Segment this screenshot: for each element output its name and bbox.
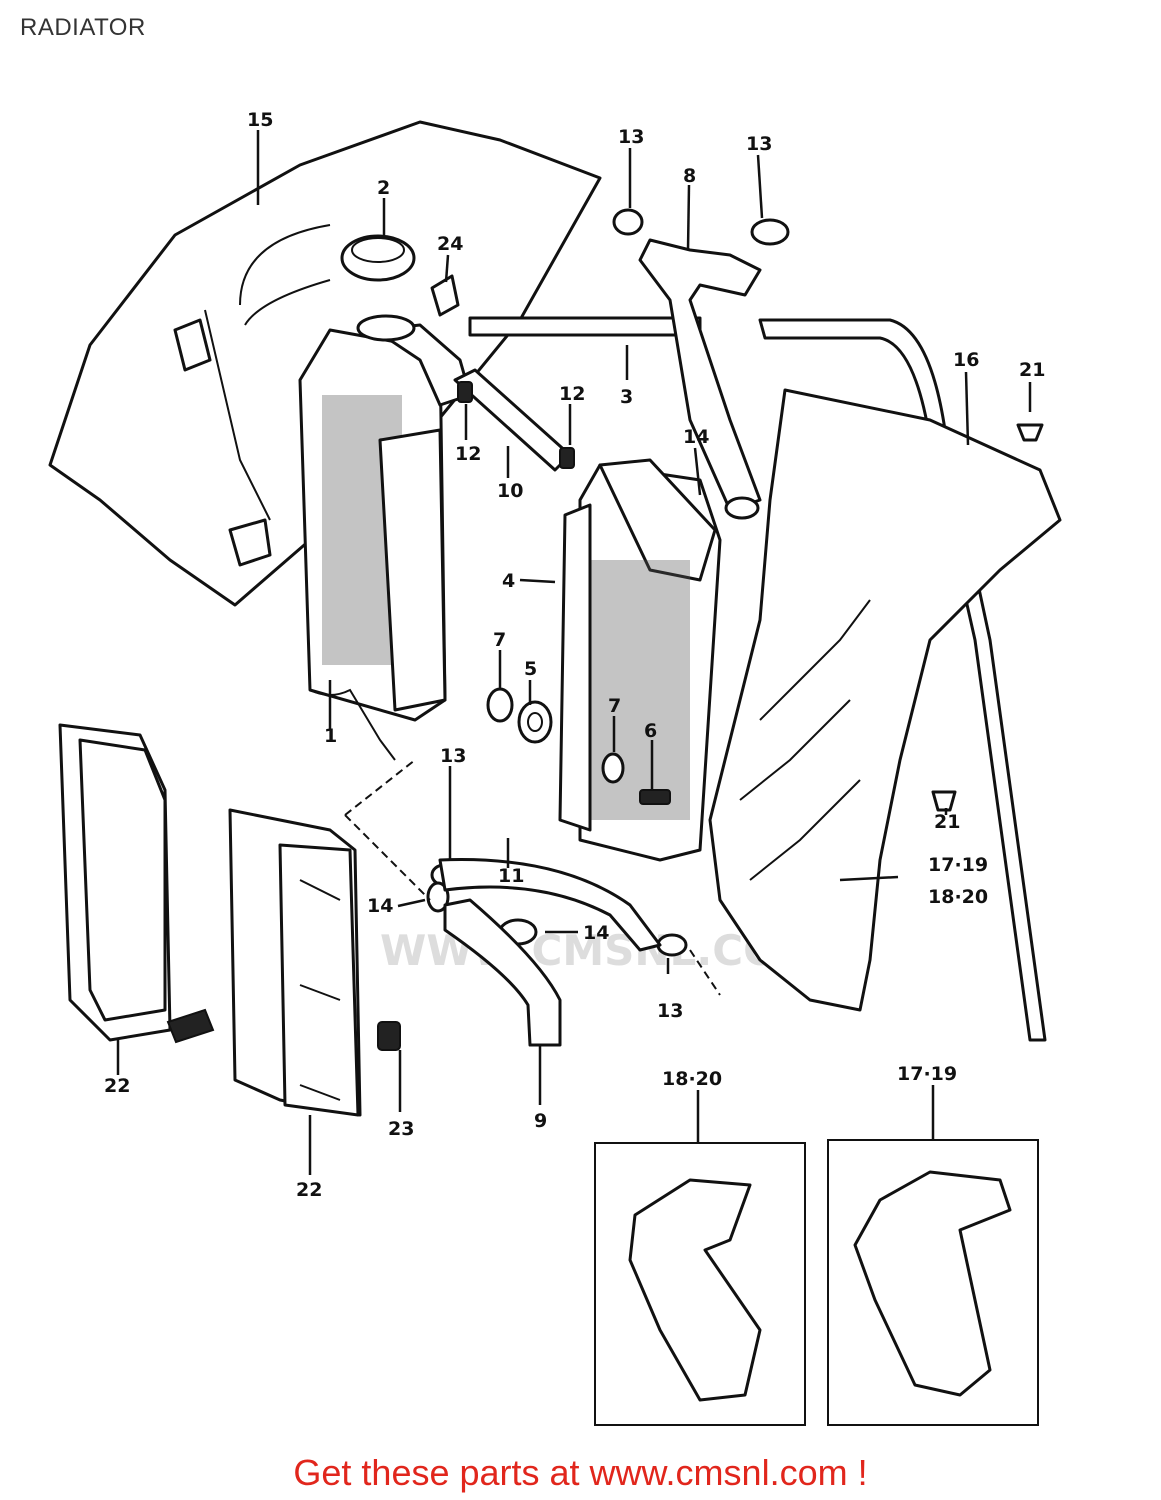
callout-10: 10 xyxy=(497,480,523,502)
callout-14: 14 xyxy=(367,895,393,917)
side-cover-part-16[interactable] xyxy=(708,318,1062,1042)
callout-22: 22 xyxy=(104,1075,130,1097)
callout-13: 13 xyxy=(746,133,772,155)
screw-part-21[interactable] xyxy=(931,423,1044,812)
callout-23: 23 xyxy=(388,1118,414,1140)
callout-8: 8 xyxy=(683,165,696,187)
callout-14: 14 xyxy=(683,426,709,448)
callout-5: 5 xyxy=(524,658,537,680)
hose-clamp-part-13[interactable] xyxy=(430,208,790,957)
callout-2: 2 xyxy=(377,177,390,199)
decal-inset-17-19[interactable] xyxy=(827,1139,1039,1426)
callout-12: 12 xyxy=(455,443,481,465)
decal-inset-18-20[interactable] xyxy=(594,1142,806,1426)
callout-14: 14 xyxy=(583,922,609,944)
callout-18-20-inset: 18·20 xyxy=(662,1068,722,1090)
callout-4: 4 xyxy=(502,570,515,592)
lower-hose-part-11[interactable] xyxy=(438,858,662,952)
callout-13: 13 xyxy=(440,745,466,767)
callout-15: 15 xyxy=(247,109,273,131)
connecting-hose-part-8[interactable] xyxy=(638,238,762,512)
callout-9: 9 xyxy=(534,1110,547,1132)
callout-7: 7 xyxy=(608,695,621,717)
callout-17-19-inset: 17·19 xyxy=(897,1063,957,1085)
clip-part[interactable] xyxy=(166,1008,215,1044)
callout-21: 21 xyxy=(1019,359,1045,381)
callout-11: 11 xyxy=(498,865,524,887)
callout-13: 13 xyxy=(657,1000,683,1022)
callout-22: 22 xyxy=(296,1179,322,1201)
radiator-exploded-diagram: WWW.CMSNL.COM xyxy=(48,109,1062,1426)
promo-link[interactable]: Get these parts at www.cmsnl.com ! xyxy=(293,1452,868,1493)
lower-hose-part-9[interactable] xyxy=(443,898,562,1047)
radiator-guard-part-22[interactable] xyxy=(58,723,362,1117)
collar-part-5[interactable] xyxy=(517,700,553,744)
stay-bar-part[interactable] xyxy=(468,316,702,337)
callout-21: 21 xyxy=(934,811,960,833)
callout-6: 6 xyxy=(644,720,657,742)
callout-16: 16 xyxy=(953,349,979,371)
callout-13: 13 xyxy=(618,126,644,148)
callout-3: 3 xyxy=(620,386,633,408)
callout-7: 7 xyxy=(493,629,506,651)
grommet-part-7[interactable] xyxy=(486,687,625,784)
radiator-cap-part[interactable] xyxy=(340,234,416,282)
callout-18-20: 18·20 xyxy=(928,886,988,908)
callout-24: 24 xyxy=(437,233,463,255)
page-title: RADIATOR xyxy=(20,14,146,41)
callout-17-19: 17·19 xyxy=(928,854,988,876)
callout-12: 12 xyxy=(559,383,585,405)
bolt-part-23[interactable] xyxy=(377,1021,401,1051)
callout-labels: 15 2 24 13 8 13 3 16 21 12 12 10 14 4 7 … xyxy=(104,109,1045,1201)
callout-1: 1 xyxy=(324,725,337,747)
left-radiator-part[interactable] xyxy=(298,314,472,761)
hose-clamp-part-12[interactable] xyxy=(457,381,575,469)
bolt-part-6[interactable] xyxy=(639,789,671,805)
leader-lines xyxy=(116,130,1032,1175)
